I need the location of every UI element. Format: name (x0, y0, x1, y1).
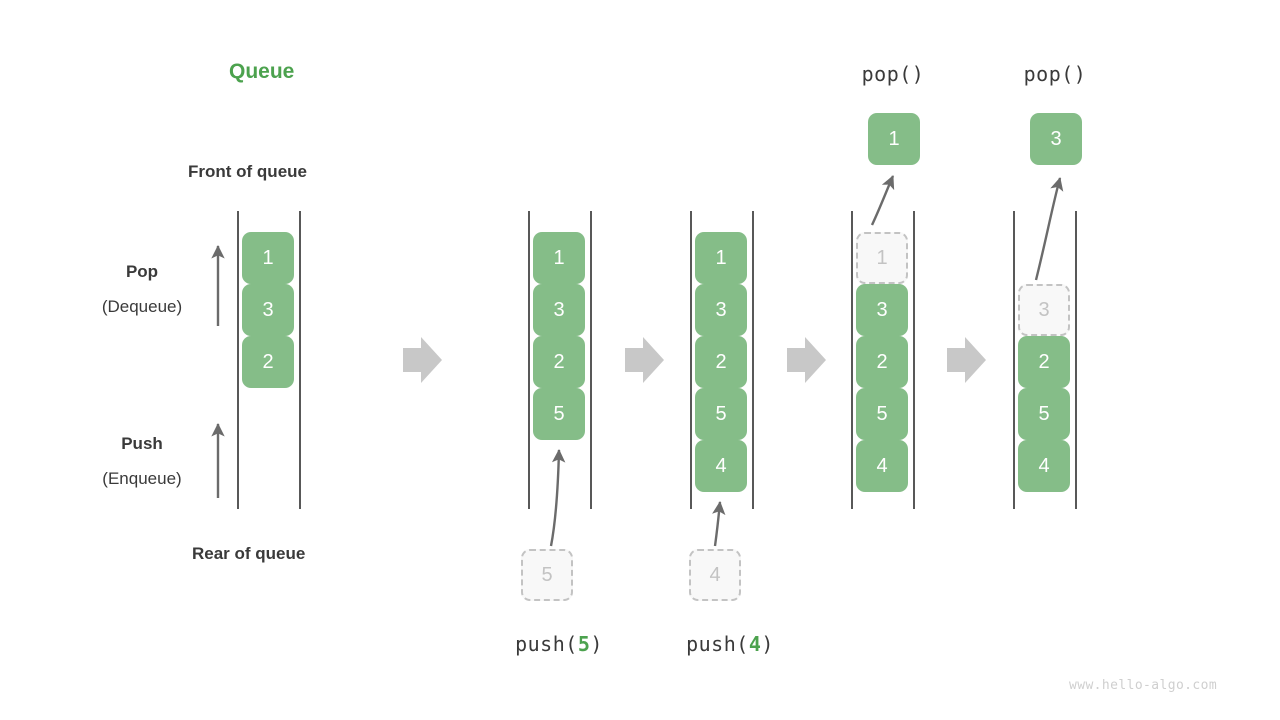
stage-3-rail-right (752, 211, 754, 509)
stage-4-item-2: 2 (856, 336, 908, 388)
stage-4-popped-box: 1 (868, 113, 920, 165)
stage-3-item-3: 5 (695, 388, 747, 440)
stage-4-rail-right (913, 211, 915, 509)
stage-4-item-3: 5 (856, 388, 908, 440)
stage-2-rail-left (528, 211, 530, 509)
stage-4-item-4: 4 (856, 440, 908, 492)
stage-1-rail-right (299, 211, 301, 509)
stage-3-push-arrow-icon (712, 501, 726, 547)
stage-5-pop-arrow-icon (1034, 177, 1064, 281)
stage-3-caption-suffix: ) (761, 632, 774, 656)
rear-of-queue-label: Rear of queue (192, 544, 306, 563)
page-title: Queue (229, 60, 295, 83)
stage-4-caption: pop() (861, 62, 925, 86)
front-of-queue-label: Front of queue (188, 162, 307, 181)
push-label: Push (121, 434, 163, 453)
stage-2-incoming-box: 5 (521, 549, 573, 601)
stage-2-caption-num: 5 (577, 632, 591, 656)
stage-1-item-2: 2 (242, 336, 294, 388)
watermark: www.hello-algo.com (1069, 678, 1218, 693)
stage-3-item-0: 1 (695, 232, 747, 284)
stage-1-item-0: 1 (242, 232, 294, 284)
stage-5-popped-box: 3 (1030, 113, 1082, 165)
stage-2-caption: push(5) (506, 632, 612, 656)
push-enqueue-label: (Enqueue) (102, 469, 182, 488)
pop-dequeue-label: (Dequeue) (101, 297, 183, 316)
step-arrow-3-icon (787, 337, 826, 383)
stage-5-item-1: 3 (1018, 284, 1070, 336)
stage-3-caption-prefix: push( (686, 632, 749, 656)
stage-1-item-1: 3 (242, 284, 294, 336)
stage-3-incoming-box: 4 (689, 549, 741, 601)
pop-label: Pop (125, 262, 159, 281)
stage-2-item-2: 2 (533, 336, 585, 388)
stage-3-item-4: 4 (695, 440, 747, 492)
stage-2-item-3: 5 (533, 388, 585, 440)
step-arrow-2-icon (625, 337, 664, 383)
step-arrow-1-icon (403, 337, 442, 383)
stage-4-rail-left (851, 211, 853, 509)
stage-5-item-3: 5 (1018, 388, 1070, 440)
stage-2-item-0: 1 (533, 232, 585, 284)
stage-4-item-1: 3 (856, 284, 908, 336)
stage-5-rail-left (1013, 211, 1015, 509)
stage-2-caption-prefix: push( (515, 632, 578, 656)
stage-3-item-2: 2 (695, 336, 747, 388)
stage-4-item-0: 1 (856, 232, 908, 284)
stage-3-rail-left (690, 211, 692, 509)
stage-3-caption-num: 4 (748, 632, 762, 656)
step-arrow-4-icon (947, 337, 986, 383)
stage-5-rail-right (1075, 211, 1077, 509)
stage-5-item-4: 4 (1018, 440, 1070, 492)
stage-5-item-2: 2 (1018, 336, 1070, 388)
stage-3-caption: push(4) (677, 632, 783, 656)
stage-3-item-1: 3 (695, 284, 747, 336)
stage-5-caption: pop() (1023, 62, 1087, 86)
stage-2-item-1: 3 (533, 284, 585, 336)
stage-4-pop-arrow-icon (870, 175, 895, 226)
stage-2-rail-right (590, 211, 592, 509)
stage-2-caption-suffix: ) (590, 632, 603, 656)
stage-2-push-arrow-icon (549, 449, 566, 547)
stage-1-rail-left (237, 211, 239, 509)
